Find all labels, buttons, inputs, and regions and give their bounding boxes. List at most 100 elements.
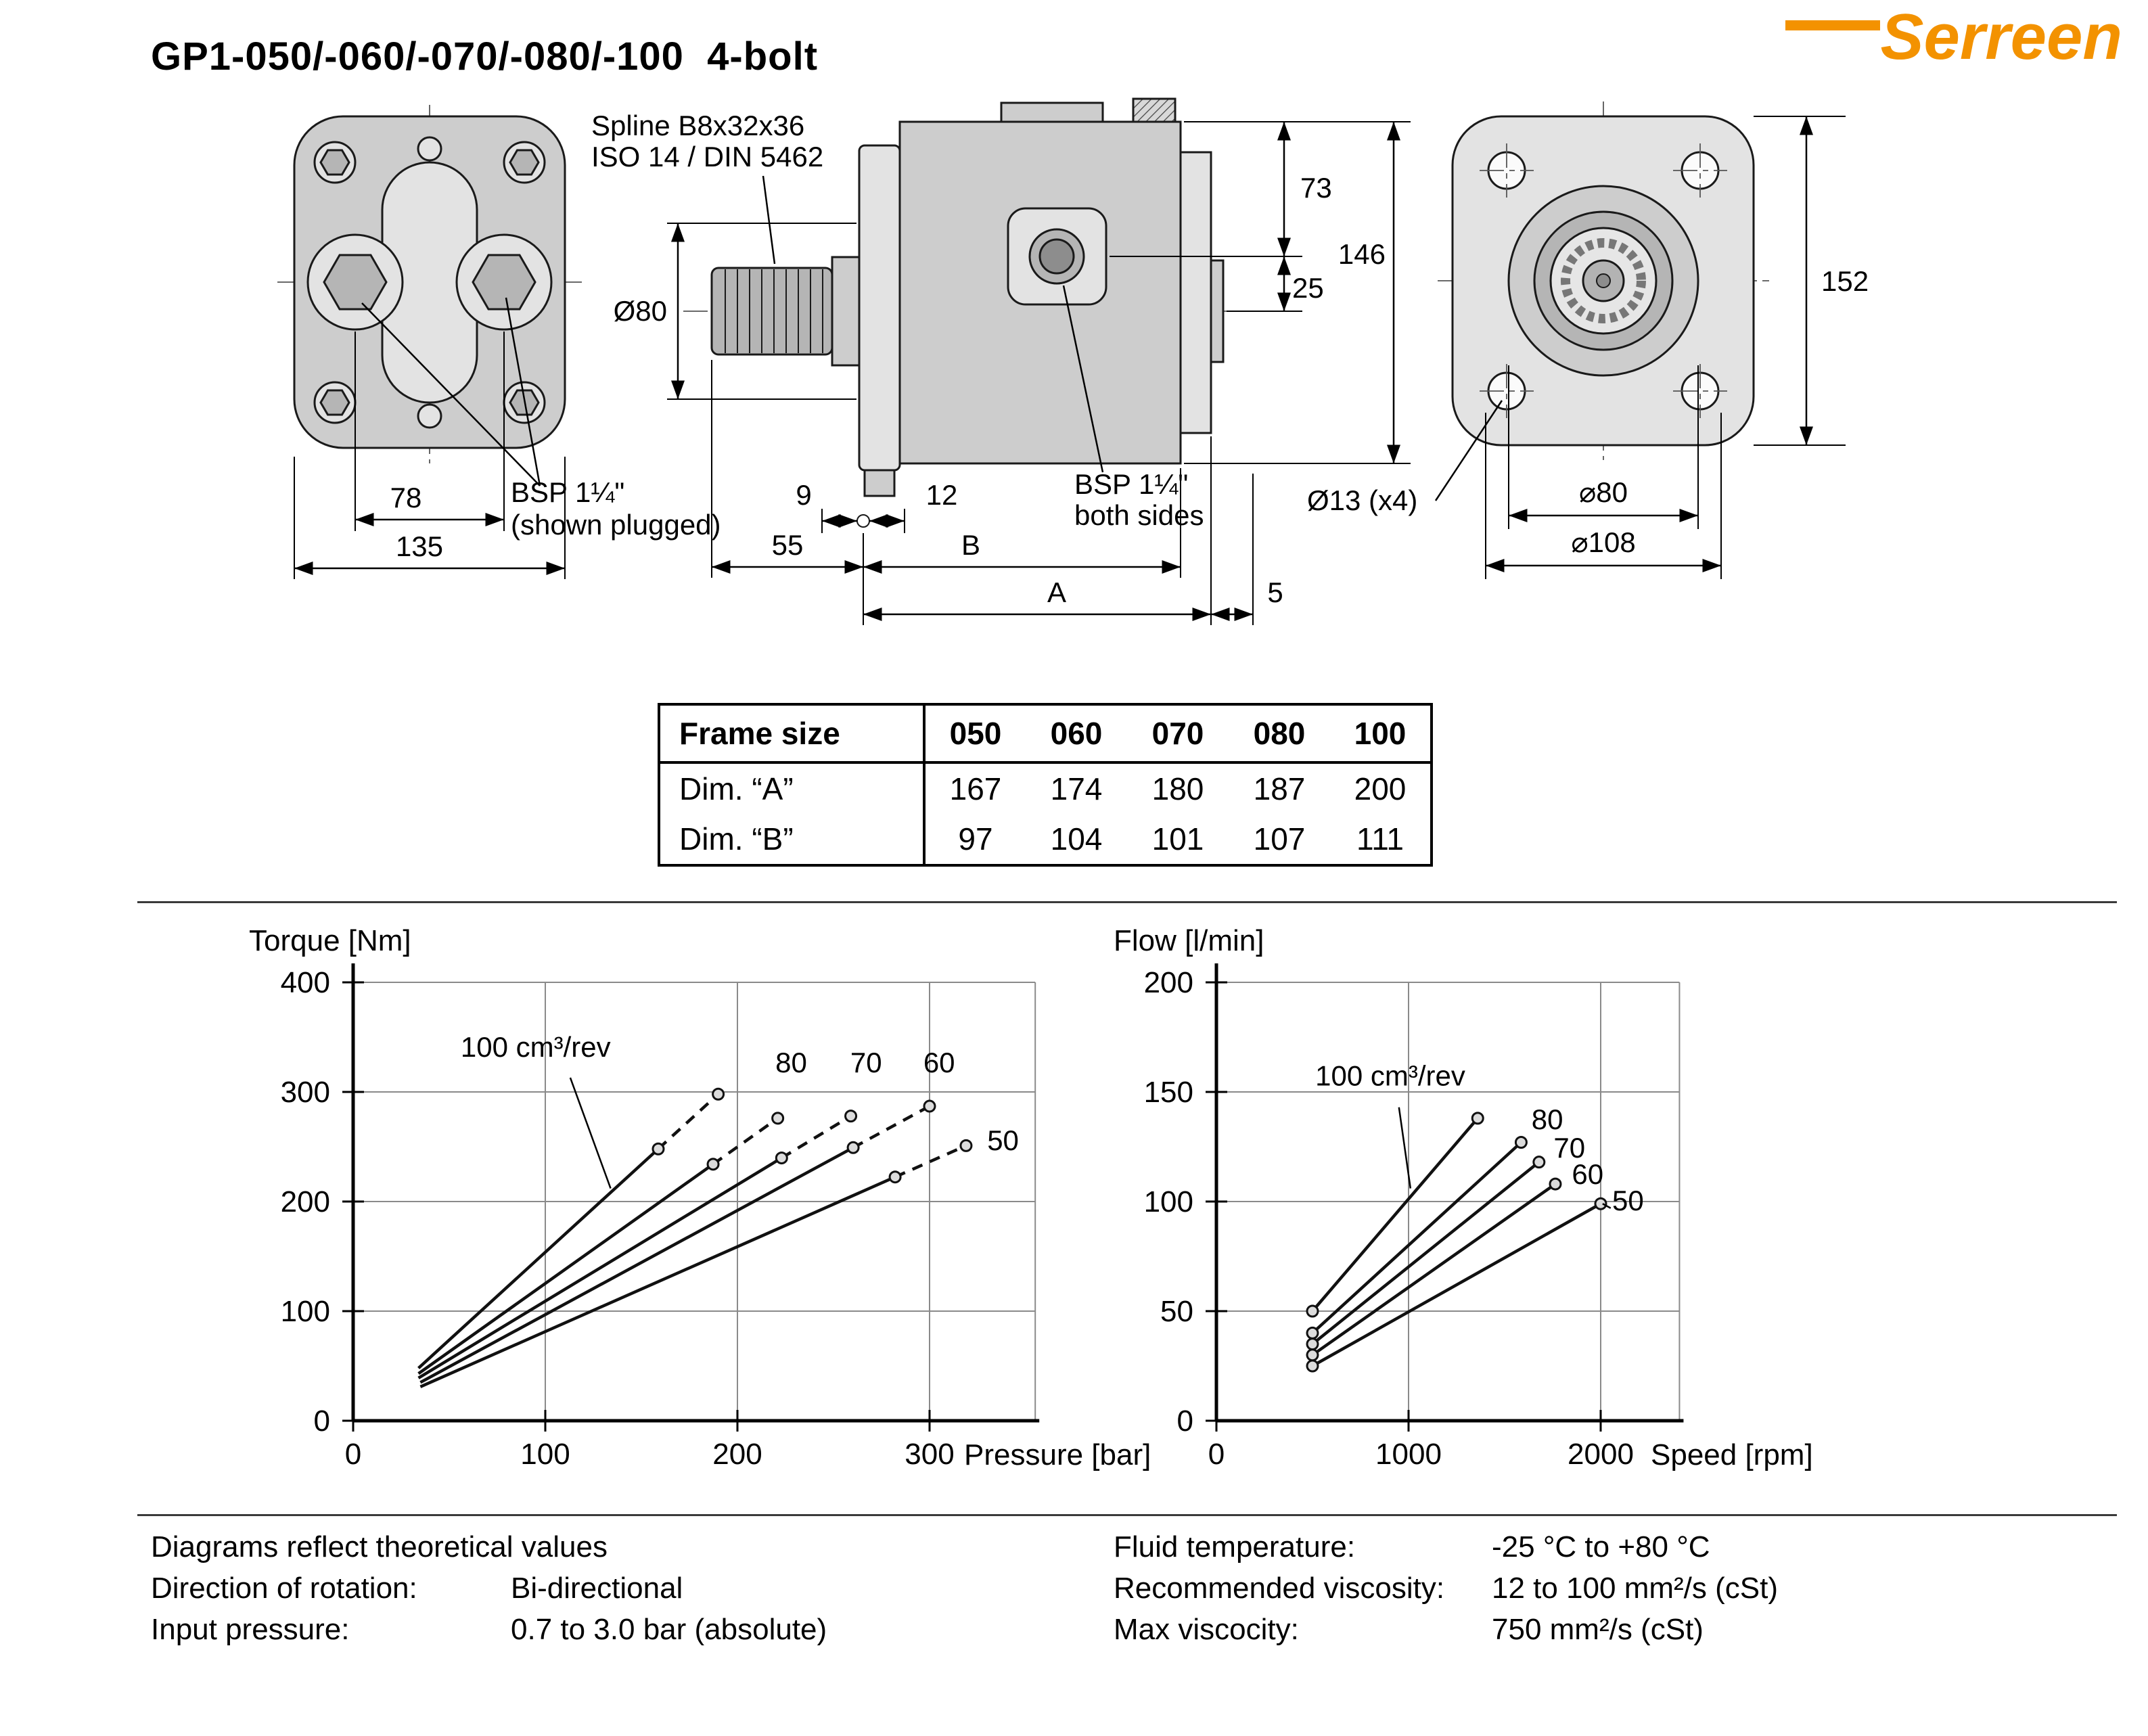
small-hole-top bbox=[417, 136, 442, 162]
svg-text:50: 50 bbox=[987, 1124, 1019, 1156]
spec-value-rotation: Bi-directional bbox=[511, 1572, 683, 1605]
leader-line bbox=[361, 302, 541, 486]
front-view-drawing: 78 135 BSP 1¼" (shown plugged) bbox=[277, 105, 721, 579]
col-header-frame-size: Frame size bbox=[659, 704, 926, 764]
table-row-dim-a: Dim. “A” 167 174 180 187 200 bbox=[659, 762, 1432, 814]
cell: 167 bbox=[949, 771, 1002, 806]
svg-text:0: 0 bbox=[1177, 1404, 1193, 1438]
cell: 101 bbox=[1151, 821, 1204, 856]
svg-text:60: 60 bbox=[1572, 1158, 1603, 1190]
dim-55-label: 55 bbox=[772, 529, 804, 561]
bsp-plugged-label2: (shown plugged) bbox=[511, 509, 721, 541]
svg-text:70: 70 bbox=[850, 1047, 882, 1078]
svg-text:1000: 1000 bbox=[1375, 1438, 1442, 1471]
cell: 187 bbox=[1253, 771, 1306, 806]
table-row-dim-b: Dim. “B” 97 104 101 107 111 bbox=[659, 814, 1432, 865]
svg-text:0: 0 bbox=[1208, 1438, 1225, 1471]
row-label: Dim. “B” bbox=[659, 814, 926, 865]
bolt-hex bbox=[509, 149, 540, 176]
cell: 180 bbox=[1151, 771, 1204, 806]
svg-text:400: 400 bbox=[281, 966, 330, 999]
svg-text:200: 200 bbox=[281, 1185, 330, 1218]
svg-text:300: 300 bbox=[905, 1438, 954, 1471]
svg-text:50: 50 bbox=[1160, 1295, 1193, 1328]
dim-73-label: 73 bbox=[1300, 172, 1332, 204]
spline-label-line1: Spline B8x32x36 bbox=[591, 110, 804, 141]
svg-text:100: 100 bbox=[1144, 1185, 1193, 1218]
svg-text:50: 50 bbox=[1612, 1185, 1644, 1216]
cell: 107 bbox=[1253, 821, 1306, 856]
table-header-row: Frame size 050 060 070 080 100 bbox=[659, 704, 1432, 764]
shaft-collar bbox=[831, 256, 861, 367]
bsp-both-sides-label2: both sides bbox=[1074, 499, 1204, 531]
rear-cover bbox=[1179, 151, 1212, 434]
rear-view-drawing: 152 Ø13 (x4) ⌀80 ⌀108 bbox=[1307, 101, 1869, 579]
side-view-drawing: Ø80 73 25 146 9 12 55 bbox=[591, 97, 1411, 625]
dim-pilot-d80-label: ⌀80 bbox=[1579, 476, 1628, 508]
col-header-060: 060 bbox=[1026, 704, 1127, 764]
svg-text:0: 0 bbox=[314, 1404, 330, 1438]
divider-top bbox=[137, 901, 2117, 903]
cell: 97 bbox=[958, 821, 993, 856]
cell: 200 bbox=[1354, 771, 1407, 806]
col-header-080: 080 bbox=[1229, 704, 1330, 764]
torque-x-axis-label: Pressure [bar] bbox=[964, 1438, 1151, 1471]
dim-9-label: 9 bbox=[796, 479, 811, 511]
svg-text:200: 200 bbox=[712, 1438, 762, 1471]
svg-text:300: 300 bbox=[281, 1076, 330, 1109]
col-header-070: 070 bbox=[1127, 704, 1229, 764]
side-port-bore bbox=[1038, 238, 1075, 275]
svg-text:200: 200 bbox=[1144, 966, 1193, 999]
spec-label-viscosity: Recommended viscosity: bbox=[1114, 1572, 1445, 1605]
svg-text:70: 70 bbox=[1553, 1132, 1585, 1164]
threaded-plug-hatched bbox=[1132, 97, 1176, 123]
spec-value-input-pressure: 0.7 to 3.0 bar (absolute) bbox=[511, 1613, 827, 1646]
shaft-center bbox=[1596, 273, 1611, 288]
row-label: Dim. “A” bbox=[659, 762, 926, 814]
port-plug-hex-right bbox=[472, 254, 536, 311]
svg-text:100: 100 bbox=[520, 1438, 570, 1471]
small-hole-bottom bbox=[417, 403, 442, 429]
divider-bottom bbox=[137, 1514, 2117, 1516]
bsp-plugged-label: BSP 1¼" bbox=[511, 476, 624, 508]
dim-5-label: 5 bbox=[1267, 576, 1283, 608]
spline-shaft bbox=[710, 267, 833, 356]
spline-teeth bbox=[1561, 238, 1646, 323]
brand-logo: Serreen bbox=[1785, 1, 2122, 73]
leader-line bbox=[505, 297, 541, 486]
svg-text:0: 0 bbox=[345, 1438, 361, 1471]
dim-135-label: 135 bbox=[396, 530, 443, 562]
dim-25-label: 25 bbox=[1292, 272, 1324, 304]
spec-value-fluid-temp: -25 °C to +80 °C bbox=[1492, 1530, 1710, 1563]
dim-d80-label: Ø80 bbox=[614, 295, 667, 327]
dim-A-label: A bbox=[1047, 576, 1066, 608]
brand-name: Serreen bbox=[1880, 1, 2122, 73]
col-header-050: 050 bbox=[924, 704, 1026, 764]
dim-d13-label: Ø13 (x4) bbox=[1307, 484, 1417, 516]
spec-label-rotation: Direction of rotation: bbox=[151, 1572, 417, 1605]
cell: 174 bbox=[1050, 771, 1103, 806]
dim-B-label: B bbox=[961, 529, 980, 561]
svg-text:100 cm³/rev: 100 cm³/rev bbox=[1315, 1059, 1465, 1091]
leader-line bbox=[1062, 285, 1104, 473]
spline-label-line2: ISO 14 / DIN 5462 bbox=[591, 141, 823, 173]
col-header-100: 100 bbox=[1330, 704, 1432, 764]
cell: 104 bbox=[1050, 821, 1103, 856]
svg-text:80: 80 bbox=[775, 1047, 807, 1078]
top-port-boss bbox=[1000, 101, 1104, 123]
flow-x-axis-label: Speed [rpm] bbox=[1651, 1438, 1813, 1471]
spec-label-input-pressure: Input pressure: bbox=[151, 1613, 350, 1646]
leader-line bbox=[1434, 400, 1503, 501]
leader-line bbox=[762, 175, 776, 265]
svg-text:100: 100 bbox=[281, 1295, 330, 1328]
svg-text:150: 150 bbox=[1144, 1076, 1193, 1109]
svg-text:100 cm³/rev: 100 cm³/rev bbox=[461, 1031, 611, 1063]
spec-value-viscosity: 12 to 100 mm²/s (cSt) bbox=[1492, 1572, 1779, 1605]
logo-bar-decoration bbox=[1785, 20, 1881, 30]
dim-78-label: 78 bbox=[390, 482, 422, 513]
spec-value-max-viscosity: 750 mm²/s (cSt) bbox=[1492, 1613, 1704, 1646]
torque-chart-title: Torque [Nm] bbox=[249, 924, 411, 957]
frame-size-table: Frame size 050 060 070 080 100 Dim. “A” … bbox=[658, 703, 1433, 867]
